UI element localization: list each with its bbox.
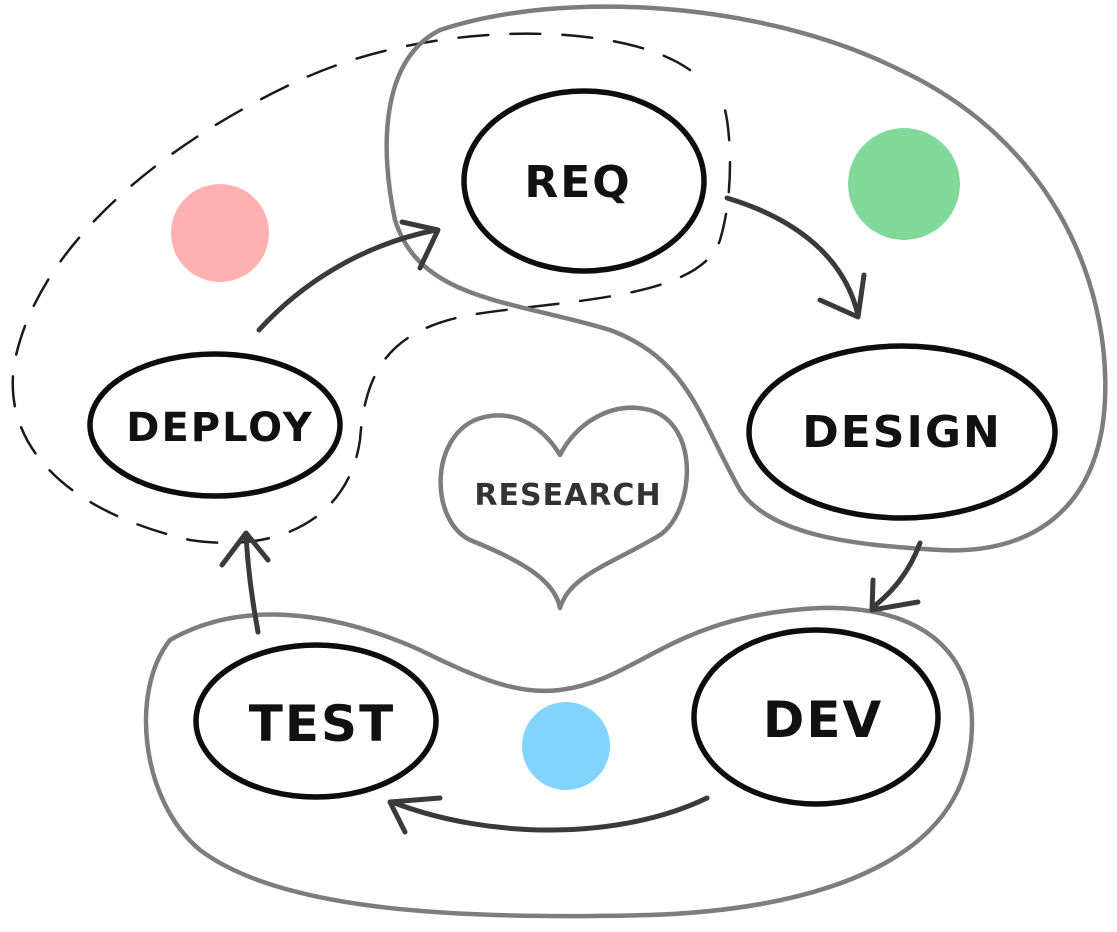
- research-label: RESEARCH: [474, 478, 661, 513]
- arrow-deploy-to-req: [256, 219, 441, 333]
- design-label: DESIGN: [802, 407, 1002, 458]
- arrow-test-to-deploy: [219, 530, 271, 635]
- green-dot: [848, 128, 960, 240]
- arrow-req-to-design: [724, 195, 867, 320]
- dev-test-group-outline: [143, 605, 975, 919]
- stage-test: TEST: [193, 642, 439, 800]
- stage-deploy: DEPLOY: [87, 351, 343, 499]
- stage-req: REQ: [461, 88, 707, 274]
- arrow-dev-to-test: [387, 795, 710, 835]
- deploy-label: DEPLOY: [126, 405, 313, 451]
- stage-design: DESIGN: [746, 343, 1058, 521]
- test-label: TEST: [249, 695, 395, 753]
- research-heart: [438, 405, 690, 611]
- dev-label: DEV: [763, 691, 883, 749]
- stage-dev: DEV: [691, 627, 941, 807]
- arrow-design-to-dev: [869, 540, 923, 613]
- blue-dot: [522, 702, 610, 790]
- red-dot: [171, 184, 269, 282]
- dashed-group-outline: [11, 32, 732, 545]
- req-label: REQ: [524, 157, 631, 208]
